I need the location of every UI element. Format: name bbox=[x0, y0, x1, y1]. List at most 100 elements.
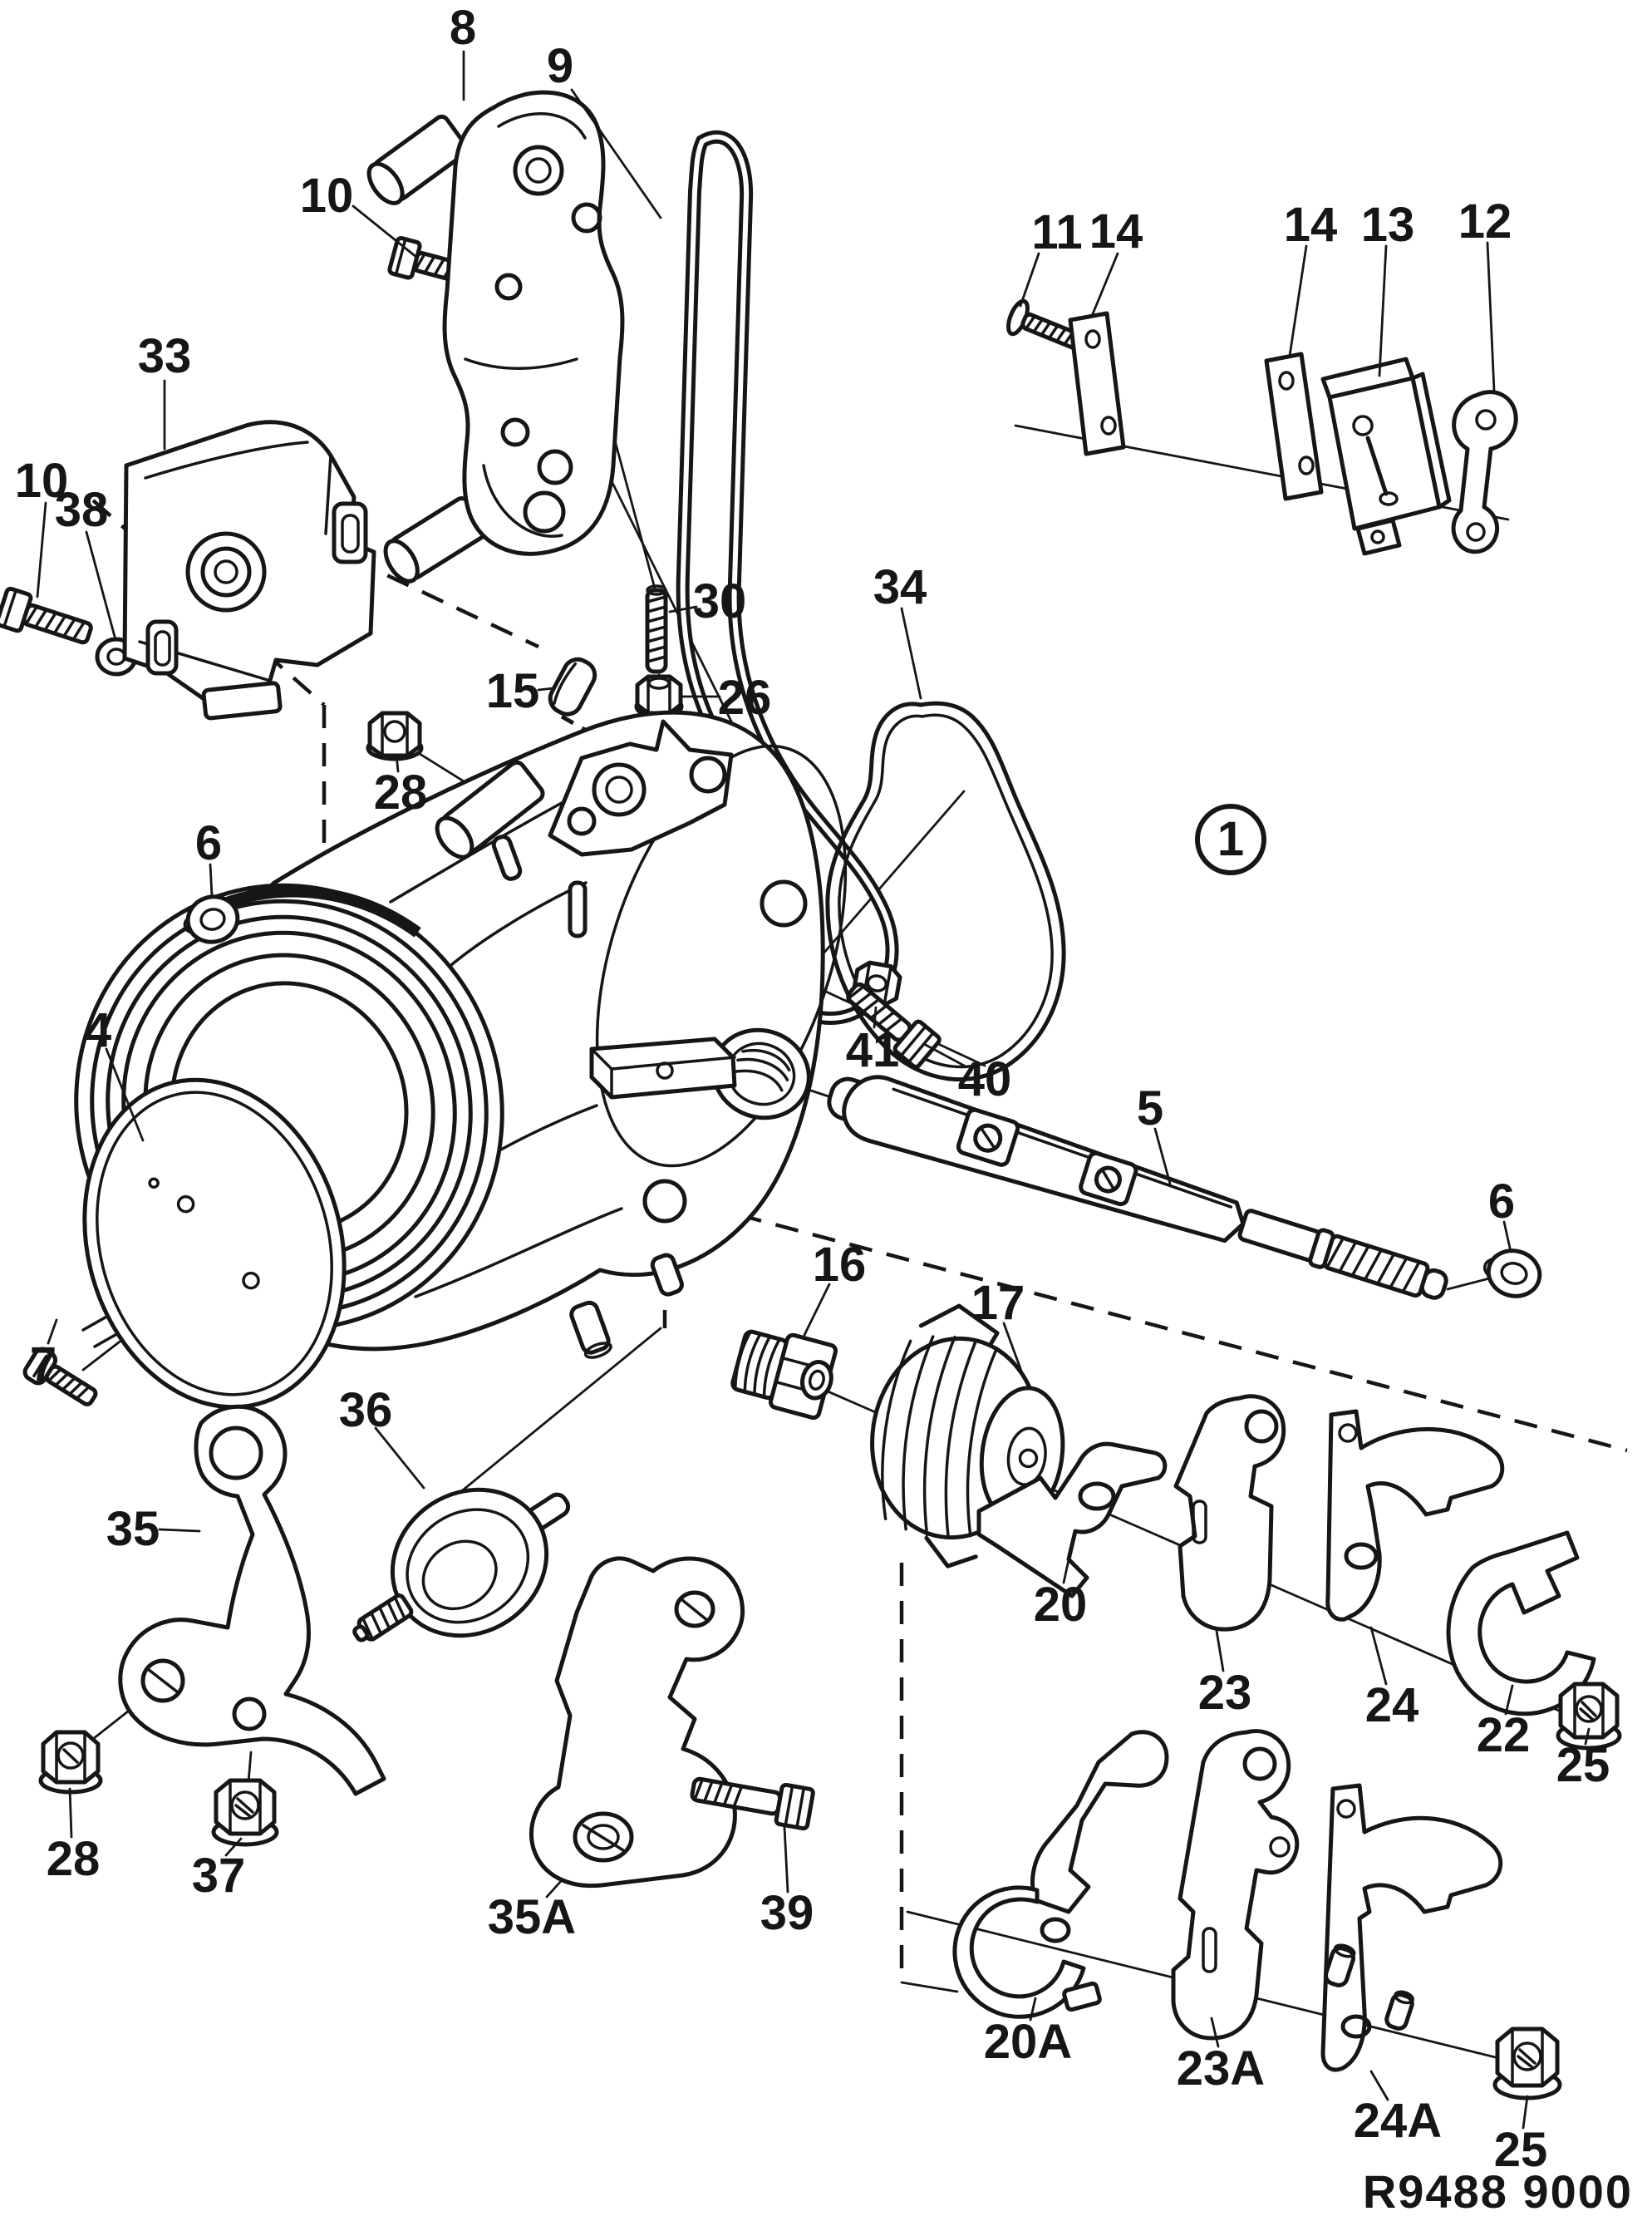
leader-line-25-34 bbox=[1522, 2095, 1529, 2130]
leader-line-12-39 bbox=[1486, 241, 1496, 392]
callout-10-4: 10 bbox=[15, 454, 69, 508]
shim-14-right-drawing bbox=[1264, 352, 1324, 501]
callout-15-7: 15 bbox=[486, 664, 540, 718]
callout-11-35: 11 bbox=[1031, 205, 1082, 259]
leader-line-17-18 bbox=[1002, 1322, 1024, 1375]
leader-line-10-4 bbox=[36, 501, 47, 598]
leader-line-25-26 bbox=[1584, 1727, 1591, 1746]
callout-30-6: 30 bbox=[693, 574, 747, 628]
leader-line-38-5 bbox=[85, 530, 116, 638]
callout-20-22: 20 bbox=[1034, 1578, 1088, 1632]
quadrant-24A-drawing bbox=[1320, 1783, 1503, 2072]
leader-line-41-13 bbox=[873, 1006, 878, 1029]
throttle-position-sensor-33-drawing bbox=[122, 420, 376, 721]
callout-35A-29: 35A bbox=[488, 1890, 576, 1944]
leader-line-7-19 bbox=[47, 1318, 58, 1345]
callout-6-16: 6 bbox=[1488, 1175, 1515, 1229]
callout-10-2: 10 bbox=[300, 169, 354, 223]
leader-line-11-35 bbox=[1019, 252, 1040, 308]
leader-line-13-38 bbox=[1378, 244, 1388, 377]
callout-6-11: 6 bbox=[195, 816, 222, 870]
leader-line-6-11 bbox=[209, 863, 214, 898]
callout-12-39: 12 bbox=[1458, 195, 1512, 249]
nut-28-bottom-drawing bbox=[38, 1730, 103, 1795]
leader-line-14-36 bbox=[1090, 252, 1119, 318]
callout-5-15: 5 bbox=[1137, 1081, 1163, 1135]
bracket-35-drawing bbox=[118, 1404, 386, 1796]
callout-24-24: 24 bbox=[1365, 1678, 1419, 1732]
nut-37-drawing bbox=[211, 1778, 279, 1847]
callout-25-34: 25 bbox=[1494, 2123, 1548, 2177]
leader-line-40-14 bbox=[922, 1042, 967, 1068]
nut-28-top-drawing bbox=[366, 711, 424, 761]
nut-25-lower-drawing bbox=[1492, 2027, 1562, 2100]
callout-26-8: 26 bbox=[718, 671, 772, 725]
callout-4-12: 4 bbox=[85, 1003, 111, 1057]
quadrant-24-drawing bbox=[1325, 1409, 1505, 1622]
bracket-35A-drawing bbox=[529, 1556, 745, 1889]
leader-line-23-23 bbox=[1215, 1629, 1225, 1672]
leader-line-14-37 bbox=[1288, 244, 1308, 357]
stud-30-drawing bbox=[645, 584, 668, 674]
o-ring-9-drawing bbox=[676, 130, 899, 1026]
callout-28-27: 28 bbox=[47, 1832, 101, 1886]
callout-20A-31: 20A bbox=[984, 2015, 1072, 2069]
leader-line-37-28 bbox=[224, 1837, 243, 1857]
leader-line-34-10 bbox=[900, 607, 922, 700]
seal-6-right-drawing bbox=[1482, 1248, 1542, 1298]
leader-line-20A-31 bbox=[1029, 1997, 1037, 2022]
microswitch-13-drawing bbox=[1320, 357, 1452, 556]
callout-9-1: 9 bbox=[547, 39, 573, 93]
shim-14-left-drawing bbox=[1068, 311, 1126, 456]
leader-line-35-21 bbox=[158, 1528, 201, 1533]
plug-16-drawing bbox=[730, 1329, 838, 1421]
leader-line-35A-29 bbox=[545, 1879, 563, 1899]
leader-line-4-12 bbox=[105, 1047, 145, 1142]
callout-34-10: 34 bbox=[873, 560, 927, 614]
leader-line-6-16 bbox=[1502, 1220, 1512, 1253]
callout-37-28: 37 bbox=[192, 1849, 246, 1903]
leader-line-39-30 bbox=[783, 1825, 789, 1894]
callout-14-36: 14 bbox=[1089, 204, 1143, 259]
callout-16-17: 16 bbox=[813, 1238, 867, 1292]
leader-line-15-7 bbox=[537, 687, 555, 692]
bolt-40-drawing bbox=[846, 982, 942, 1069]
callout-22-25: 22 bbox=[1477, 1708, 1531, 1762]
callout-8-0: 8 bbox=[450, 1, 476, 55]
lever-20-drawing bbox=[976, 1441, 1168, 1598]
callout-38-5: 38 bbox=[55, 483, 109, 537]
leader-line-22-25 bbox=[1504, 1684, 1514, 1716]
nut-26-drawing bbox=[634, 674, 684, 719]
gasket-34-drawing bbox=[825, 701, 1066, 1082]
callout-23A-32: 23A bbox=[1177, 2041, 1265, 2095]
leader-line-30-6 bbox=[668, 605, 698, 613]
callout-14-37: 14 bbox=[1284, 198, 1338, 252]
callout-33-3: 33 bbox=[138, 329, 192, 383]
callout-40-14: 40 bbox=[958, 1052, 1012, 1106]
callout-41-13: 41 bbox=[846, 1023, 900, 1077]
callout-25-26: 25 bbox=[1556, 1738, 1610, 1792]
callout-39-30: 39 bbox=[760, 1886, 814, 1940]
drawing-reference-caption: R9488 9000 bbox=[1363, 2165, 1633, 2218]
bolt-10-left-drawing bbox=[0, 586, 93, 645]
nut-25-upper-drawing bbox=[1556, 1682, 1622, 1751]
leader-line-20-22 bbox=[1062, 1554, 1071, 1584]
callout-23-23: 23 bbox=[1198, 1666, 1252, 1720]
screw-7-drawing bbox=[22, 1347, 98, 1406]
leader-line-9-1 bbox=[570, 88, 662, 219]
leader-line-16-17 bbox=[803, 1283, 831, 1337]
dashpot-36-drawing bbox=[352, 1487, 571, 1642]
leader-line-5-15 bbox=[1153, 1127, 1172, 1185]
lever-23-drawing bbox=[1173, 1394, 1286, 1632]
assembly-marker-label: 1 bbox=[1217, 812, 1244, 866]
callout-28-9: 28 bbox=[374, 766, 428, 820]
seal-6-left-drawing bbox=[183, 894, 240, 944]
leader-line-24A-33 bbox=[1369, 2070, 1389, 2101]
leader-line-24-24 bbox=[1369, 1626, 1388, 1686]
callout-17-18: 17 bbox=[971, 1276, 1025, 1330]
leader-line-10-2 bbox=[352, 204, 419, 259]
callout-35-21: 35 bbox=[106, 1502, 160, 1556]
bolt-39-drawing bbox=[690, 1776, 815, 1831]
